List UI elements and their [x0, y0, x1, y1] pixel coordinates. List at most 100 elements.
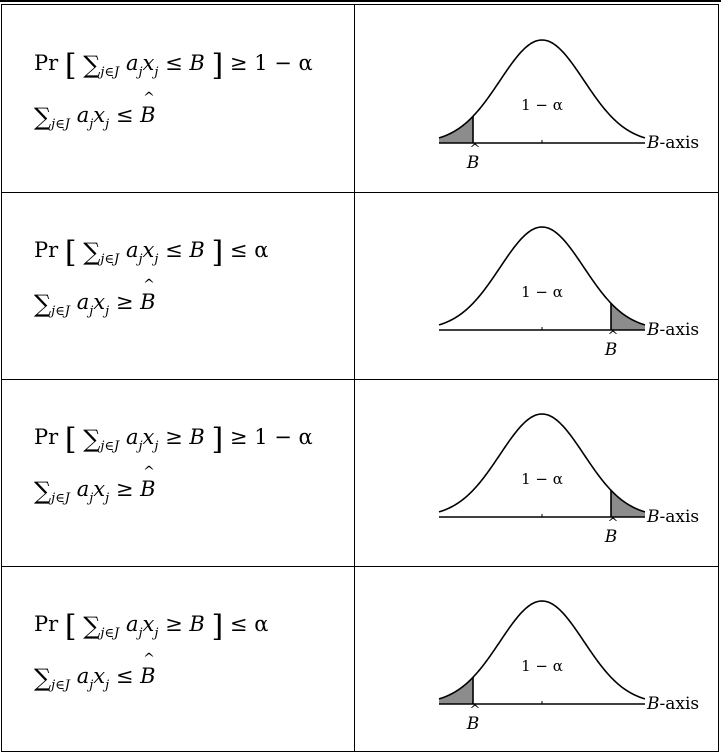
- normal-curve-figure: 1 − αB^B-axis: [438, 413, 699, 547]
- coef-sub: j: [89, 117, 94, 132]
- var-sub: j: [154, 252, 159, 267]
- left-bracket: [: [64, 235, 77, 270]
- hat-accent: ^: [608, 516, 619, 531]
- sum-index: j∈J: [51, 491, 71, 506]
- tail-shade: [439, 116, 473, 143]
- pr-operator: Pr: [34, 51, 59, 75]
- coef: a: [125, 612, 139, 636]
- b-hat-label: B: [466, 153, 480, 173]
- tail-shade: [439, 677, 473, 704]
- coef-sub: j: [138, 65, 143, 80]
- density-curve: [438, 39, 646, 139]
- left-bracket: [: [64, 609, 77, 644]
- left-bracket: [: [64, 422, 77, 457]
- inner-relation: ≥: [165, 425, 183, 449]
- pr-operator: Pr: [34, 238, 59, 262]
- sum-symbol: ∑: [34, 664, 52, 692]
- tail-shade: [611, 303, 645, 330]
- table-row: Pr [ ∑j∈J ajxj ≤ B ] ≥ 1 − α ∑j∈J ajxj ≤…: [2, 5, 718, 192]
- column-divider: [354, 5, 355, 751]
- sum-symbol: ∑: [83, 51, 101, 79]
- bound: B: [189, 238, 205, 262]
- formula-cell: Pr [ ∑j∈J ajxj ≥ B ] ≥ 1 − α ∑j∈J ajxj ≥…: [2, 379, 354, 566]
- table-row: Pr [ ∑j∈J ajxj ≥ B ] ≥ 1 − α ∑j∈J ajxj ≥…: [2, 379, 718, 566]
- sum-symbol: ∑: [83, 425, 101, 453]
- right-bracket: ]: [211, 235, 224, 270]
- var: x: [93, 664, 106, 688]
- density-curve: [438, 413, 646, 513]
- probability-constraint: Pr [ ∑j∈J ajxj ≥ B ] ≥ 1 − α: [34, 422, 313, 457]
- coef: a: [76, 103, 90, 127]
- coef: a: [125, 238, 139, 262]
- formula-cell: Pr [ ∑j∈J ajxj ≥ B ] ≤ α ∑j∈J ajxj ≤ B: [2, 566, 354, 753]
- b-hat: B: [140, 90, 155, 127]
- distribution-cell: 1 − α B^ B-axis: [355, 566, 719, 753]
- inner-relation: ≤: [165, 51, 183, 75]
- relation: ≤: [115, 664, 134, 688]
- coef: a: [125, 425, 139, 449]
- pr-operator: Pr: [34, 612, 59, 636]
- relation: ≥: [115, 290, 134, 314]
- b-hat-label: B: [466, 714, 480, 734]
- coef: a: [76, 664, 90, 688]
- table-row: Pr [ ∑j∈J ajxj ≤ B ] ≤ α ∑j∈J ajxj ≥ B 1…: [2, 192, 718, 379]
- center-label: 1 − α: [521, 283, 563, 301]
- relation: ≤: [115, 103, 134, 127]
- var: x: [142, 238, 155, 262]
- b-hat: B: [140, 464, 155, 501]
- sum-symbol: ∑: [83, 238, 101, 266]
- deterministic-constraint: ∑j∈J ajxj ≥ B: [34, 277, 156, 319]
- right-bracket: ]: [211, 422, 224, 457]
- var-sub: j: [105, 304, 110, 319]
- center-label: 1 − α: [521, 96, 563, 114]
- coef: a: [76, 290, 90, 314]
- var: x: [93, 290, 106, 314]
- axis-label: B-axis: [646, 320, 699, 340]
- center-label: 1 − α: [521, 657, 563, 675]
- right-bracket: ]: [211, 48, 224, 83]
- sum-symbol: ∑: [34, 103, 52, 131]
- coef-sub: j: [89, 304, 94, 319]
- formula-cell: Pr [ ∑j∈J ajxj ≤ B ] ≥ 1 − α ∑j∈J ajxj ≤…: [2, 5, 354, 192]
- outer-relation: ≤: [229, 238, 248, 262]
- hat-accent: ^: [470, 703, 481, 718]
- axis-label: B-axis: [646, 694, 699, 714]
- sum-index: j∈J: [100, 252, 120, 267]
- constraint-table: Pr [ ∑j∈J ajxj ≤ B ] ≥ 1 − α ∑j∈J ajxj ≤…: [1, 4, 719, 752]
- rhs: α: [254, 612, 269, 636]
- sum-index: j∈J: [100, 626, 120, 641]
- inner-relation: ≥: [165, 612, 183, 636]
- sum-index: j∈J: [51, 117, 71, 132]
- probability-constraint: Pr [ ∑j∈J ajxj ≥ B ] ≤ α: [34, 609, 268, 644]
- sum-index: j∈J: [51, 678, 71, 693]
- var-sub: j: [154, 626, 159, 641]
- normal-curve-figure: 1 − α B^ B-axis: [438, 600, 699, 734]
- bound: B: [189, 425, 205, 449]
- hat-accent: ^: [608, 329, 619, 344]
- relation: ≥: [115, 477, 134, 501]
- var: x: [142, 51, 155, 75]
- rhs: 1 − α: [254, 425, 313, 449]
- probability-constraint: Pr [ ∑j∈J ajxj ≤ B ] ≤ α: [34, 235, 268, 270]
- density-curve: [438, 226, 646, 326]
- pr-operator: Pr: [34, 425, 59, 449]
- normal-curve-figure: 1 − αB^B-axis: [438, 39, 699, 173]
- deterministic-constraint: ∑j∈J ajxj ≤ B: [34, 651, 156, 693]
- left-bracket: [: [64, 48, 77, 83]
- outer-relation: ≤: [229, 612, 248, 636]
- bound: B: [189, 612, 205, 636]
- sum-index: j∈J: [100, 65, 120, 80]
- deterministic-constraint: ∑j∈J ajxj ≥ B: [34, 464, 156, 506]
- sum-symbol: ∑: [34, 290, 52, 318]
- var: x: [142, 425, 155, 449]
- row-divider: [2, 379, 718, 380]
- axis-label: B-axis: [646, 507, 699, 527]
- rhs: 1 − α: [254, 51, 313, 75]
- b-hat: B: [140, 651, 155, 688]
- axis-label: B-axis: [646, 133, 699, 153]
- deterministic-constraint: ∑j∈J ajxj ≤ B: [34, 90, 156, 132]
- outer-relation: ≥: [229, 425, 248, 449]
- coef: a: [125, 51, 139, 75]
